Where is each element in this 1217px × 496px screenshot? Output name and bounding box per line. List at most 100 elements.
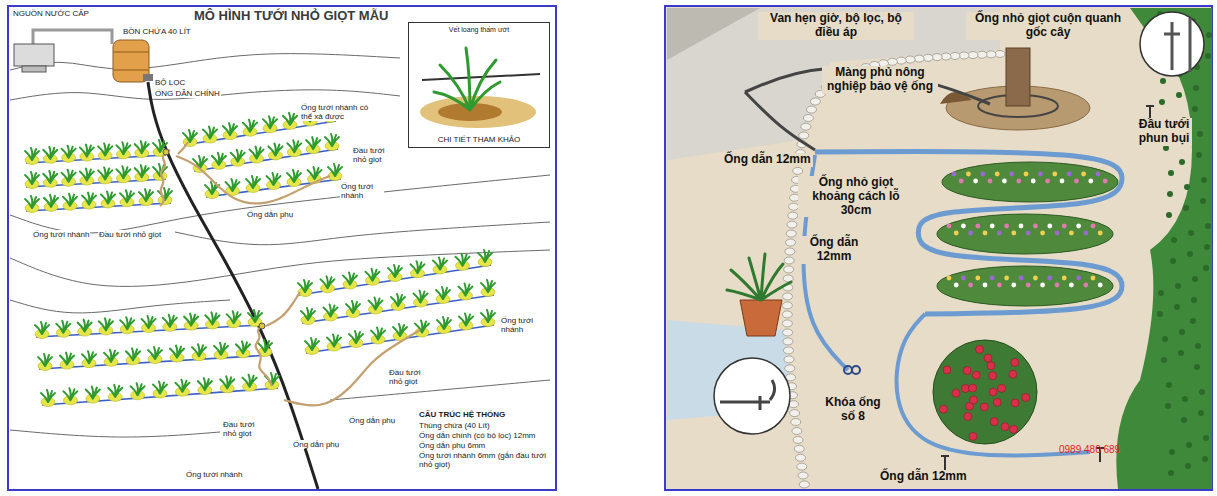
part-label: Ống nhỏ giọt khoảng cách lỗ 30cm [798,176,914,217]
rose-flower [989,372,997,380]
border-stone [810,98,820,105]
flower [988,179,993,184]
crop-plant [163,315,177,327]
crop-plant [459,284,473,296]
rose-flower [989,388,997,396]
part-label: BỘ LỌC [154,78,186,87]
crop-plant [325,134,339,146]
caption-label: Vết loang thấm ướt [448,26,510,34]
hedge-leaf [1179,329,1185,335]
crop-plant [131,383,145,395]
rose-flower [969,432,977,440]
crop-plant [126,348,140,360]
part-label: Ống dẫn 12mm [800,236,868,264]
part-label: Ống dẫn phụ 6mm [418,441,486,450]
hedge-leaf [1194,364,1200,370]
crop-plant [82,351,96,363]
part-label: Thùng chứa (40 Lít) [418,421,491,430]
flower [983,283,988,288]
flower [1098,231,1103,236]
flower [1033,276,1038,281]
flower [975,276,980,281]
crop-plant [481,310,495,322]
flower [1019,276,1024,281]
hillside-illustration [10,30,550,489]
rose-flower [1011,399,1019,407]
flower [1069,231,1074,236]
feed-pipe [745,92,815,150]
flower [961,224,966,229]
flower [1098,283,1103,288]
secondary-pipe [256,326,272,386]
hedge-leaf [1197,131,1203,137]
part-label: Đầu tưới nhỏ giọt [388,368,428,386]
flower [1026,283,1031,288]
pot-plant [727,254,791,300]
rose-bush [933,340,1037,444]
part-label: Ống tưới nhánh [185,470,243,479]
secondary-pipe [266,292,300,326]
part-label: NGUỒN NƯỚC CẤP [12,9,90,18]
flower [1002,179,1007,184]
crop-plant [287,140,301,152]
flower [973,179,978,184]
hedge-leaf [1169,449,1175,455]
flower [1011,231,1016,236]
part-label: Ống tưới nhánh có thể xả được [300,103,374,121]
hedge-leaf [1188,230,1194,236]
flower [1038,172,1043,177]
flower [1040,231,1045,236]
hedge-leaf [1163,145,1169,151]
part-label: CẤU TRÚC HỆ THỐNG [418,410,506,419]
hedge-leaf [1170,258,1176,264]
flower [1081,172,1086,177]
rose-flower [939,405,947,413]
detail-inset [714,358,790,434]
paving [667,8,1000,160]
part-label: Ống tưới nhánh 6mm (gắn đầu tưới nhỏ giọ… [418,451,552,469]
hedge-leaf [1166,382,1172,388]
crop-plant [298,280,312,292]
rose-flower [964,413,972,421]
rose-flower [943,366,951,374]
crop-plant [301,308,315,320]
hedge-leaf [1158,290,1164,296]
border-stone [932,54,942,61]
crop-plant [104,350,118,362]
rose-flower [984,354,992,362]
flower [1096,172,1101,177]
crop-plant [349,331,363,343]
crop-plant [63,194,77,206]
crop-plant [41,390,55,402]
part-label: Đầu tưới nhỏ giọt [98,230,162,239]
rose-flower [1022,393,1030,401]
border-stone [941,53,951,60]
part-label: Ống tưới nhánh [500,316,546,334]
hedge-leaf [1186,442,1192,448]
inset-heading: CHI TIẾT THAM KHẢO [437,135,522,144]
crop-plant [393,324,407,336]
border-stone [794,445,804,452]
crop-plant [226,179,240,191]
flower [1019,224,1024,229]
flower [947,276,952,281]
hedge-leaf [1203,435,1209,441]
border-stone [896,57,906,64]
crop-plant [184,314,198,326]
crop-plant [268,143,282,155]
crop-plant [283,113,297,125]
detail-spray-stake [1164,18,1190,72]
crop-plant [192,344,206,356]
rose-flower [961,385,969,393]
flower [1076,224,1081,229]
hedge-leaf [1205,223,1211,229]
crop-plant [305,338,319,350]
part-label: Van hẹn giờ, bộ lọc, bộ điều áp [758,12,914,40]
rose-flower [987,362,995,370]
hedge-leaf [1179,159,1185,165]
crop-plant [142,316,156,328]
crop-plant [120,317,134,329]
part-label: Ống dẫn 12mm [878,470,969,484]
flower [1040,283,1045,288]
